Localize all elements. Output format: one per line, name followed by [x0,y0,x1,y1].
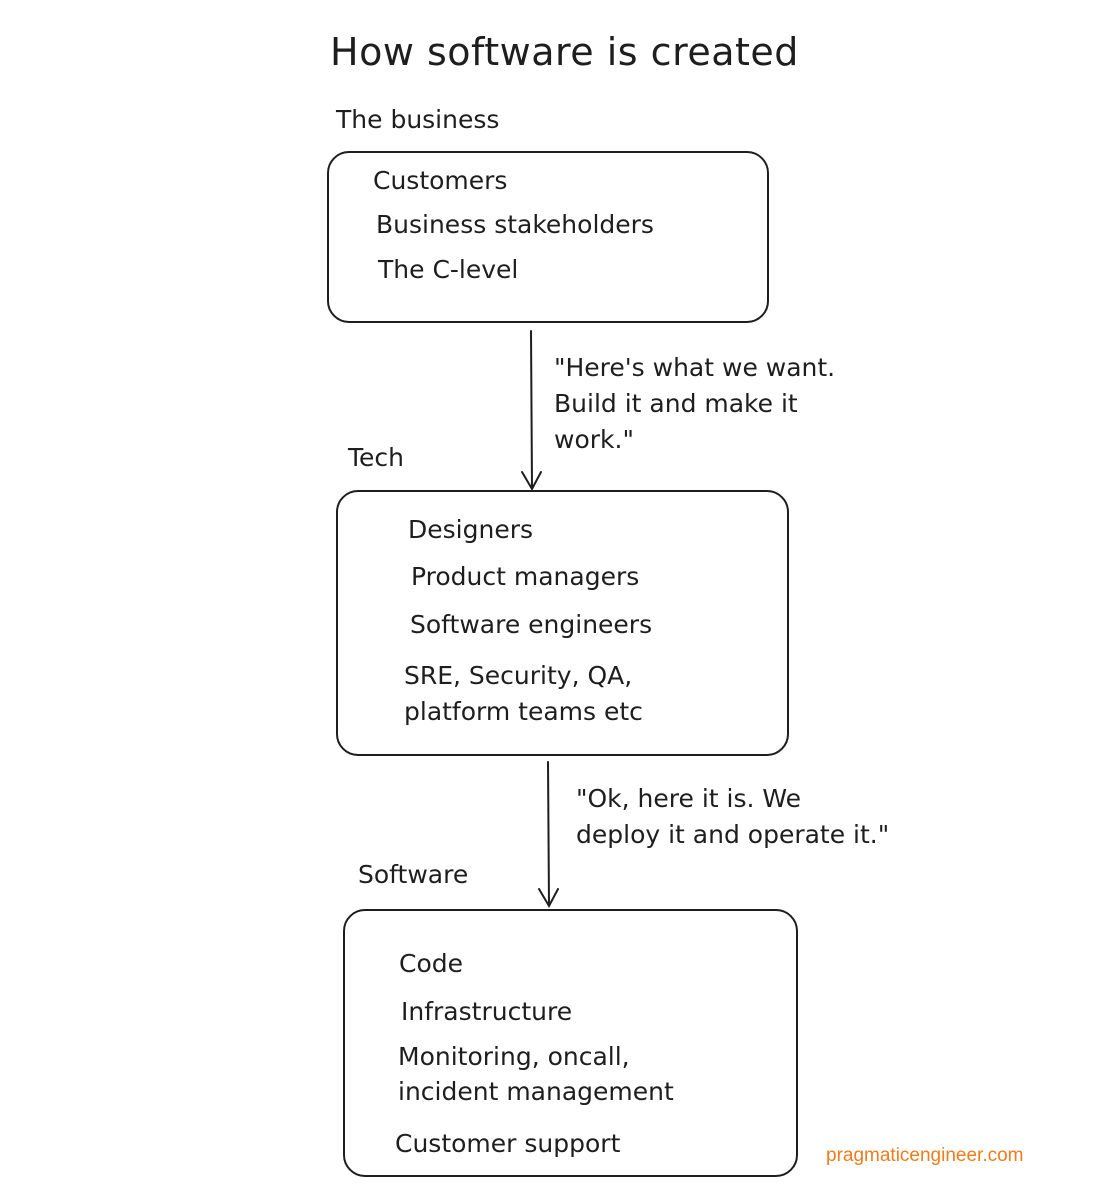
tech-section-label: Tech [348,443,404,472]
arrow-business-to-tech [530,330,533,489]
tech-item-sre-security-qa: SRE, Security, QA, [404,661,633,690]
software-item-infrastructure: Infrastructure [401,997,573,1026]
software-box: Code Infrastructure Monitoring, oncall, … [343,909,798,1177]
flow-quote-business-to-tech: "Here's what we want. Build it and make … [554,353,836,454]
tech-item-product-managers: Product managers [411,562,640,591]
page-title: How software is created [330,30,799,74]
tech-item-designers: Designers [408,515,533,544]
business-box: Customers Business stakeholders The C-le… [327,151,769,323]
business-section-label: The business [336,105,500,134]
flow-quote-tech-to-software: "Ok, here it is. We deploy it and operat… [576,784,890,849]
business-item-customers: Customers [373,166,508,195]
software-item-code: Code [399,949,464,978]
software-item-incident-management: incident management [398,1077,674,1106]
software-item-monitoring-oncall: Monitoring, oncall, [398,1042,630,1071]
arrow-tech-to-software [547,761,550,906]
tech-box: Designers Product managers Software engi… [336,490,789,756]
business-item-stakeholders: Business stakeholders [376,210,654,239]
business-item-c-level: The C-level [378,255,519,284]
software-item-customer-support: Customer support [395,1129,621,1158]
tech-item-platform-teams: platform teams etc [404,697,643,726]
credit-text: pragmaticengineer.com [826,1145,1024,1166]
tech-item-software-engineers: Software engineers [410,610,653,639]
software-section-label: Software [358,860,469,889]
